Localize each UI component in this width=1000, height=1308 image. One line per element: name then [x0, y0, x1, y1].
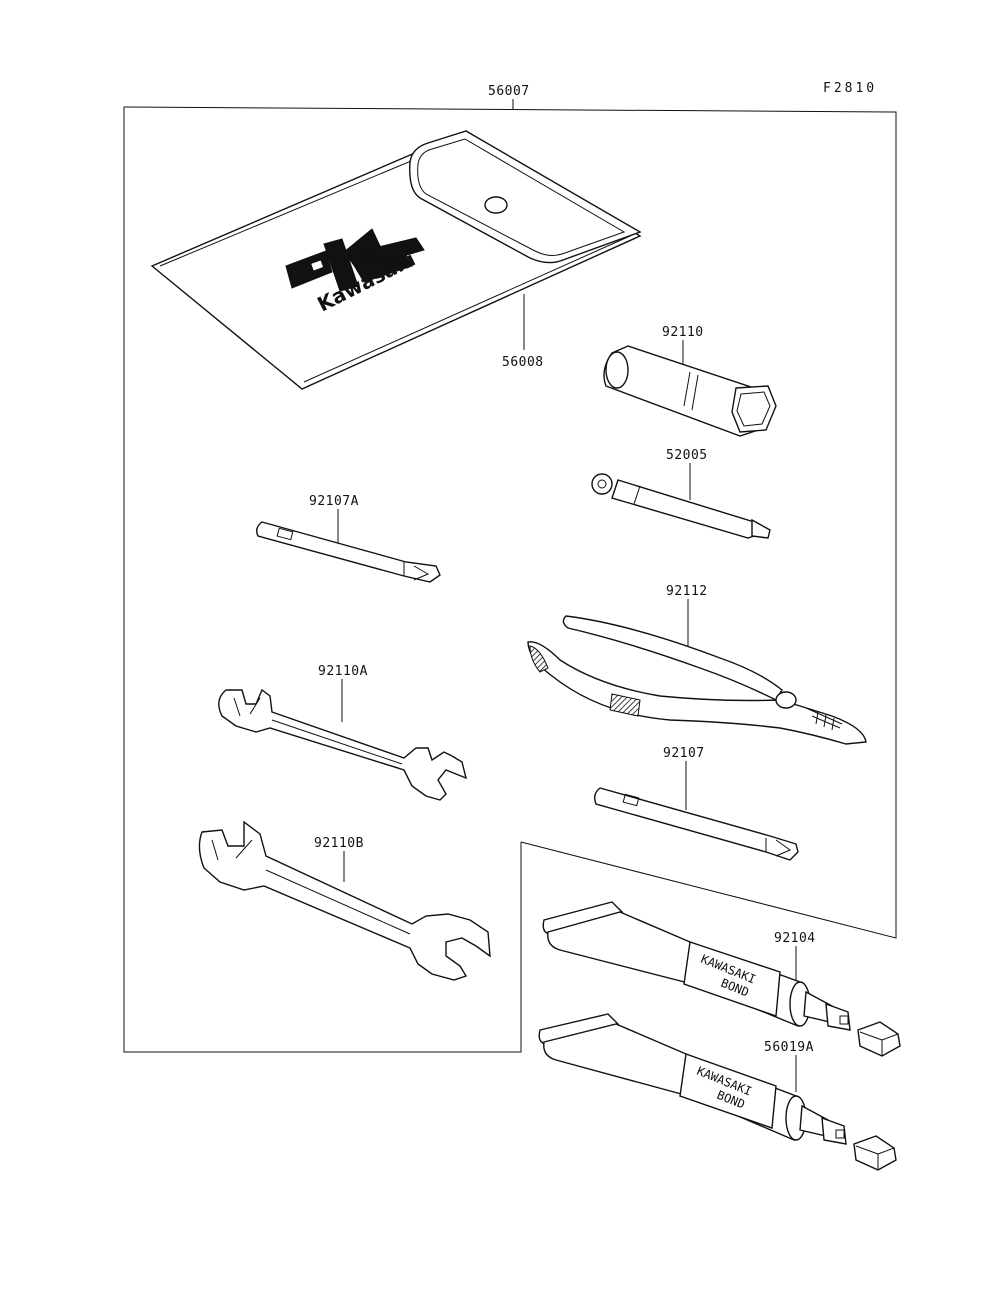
screwdriver-bit-92107A [255, 521, 441, 583]
kit-bracket-56007 [123, 106, 897, 1053]
tool-pouch-56008: Kawasaki [150, 130, 642, 390]
figure-code: F2810 [822, 81, 879, 96]
part-label-52005: 52005 [665, 448, 709, 463]
part-label-92110: 92110 [661, 325, 705, 340]
leader-lines [337, 98, 797, 1092]
part-label-92110B: 92110B [313, 836, 365, 851]
open-end-wrench-92110B [198, 820, 491, 981]
part-label-56019A: 56019A [763, 1040, 815, 1055]
part-label-92107A: 92107A [308, 494, 360, 509]
part-label-92107: 92107 [662, 746, 706, 761]
part-label-56008: 56008 [501, 355, 545, 370]
spark-plug-wrench-92110 [603, 345, 777, 437]
bond-tube-92104: KAWASAKI BOND [542, 901, 901, 1057]
bond-tube-56019A: KAWASAKI BOND [538, 1013, 897, 1171]
part-label-92104: 92104 [773, 931, 817, 946]
part-label-56007: 56007 [487, 84, 531, 99]
snap-button-icon [484, 196, 508, 214]
kawasaki-k-logo [285, 228, 425, 292]
part-label-92112: 92112 [665, 584, 709, 599]
open-end-wrench-92110A [218, 688, 468, 801]
screwdriver-bit-92107 [593, 787, 799, 861]
screwdriver-handle-52005 [591, 473, 771, 539]
pliers-92112 [527, 615, 867, 745]
part-label-92110A: 92110A [317, 664, 369, 679]
